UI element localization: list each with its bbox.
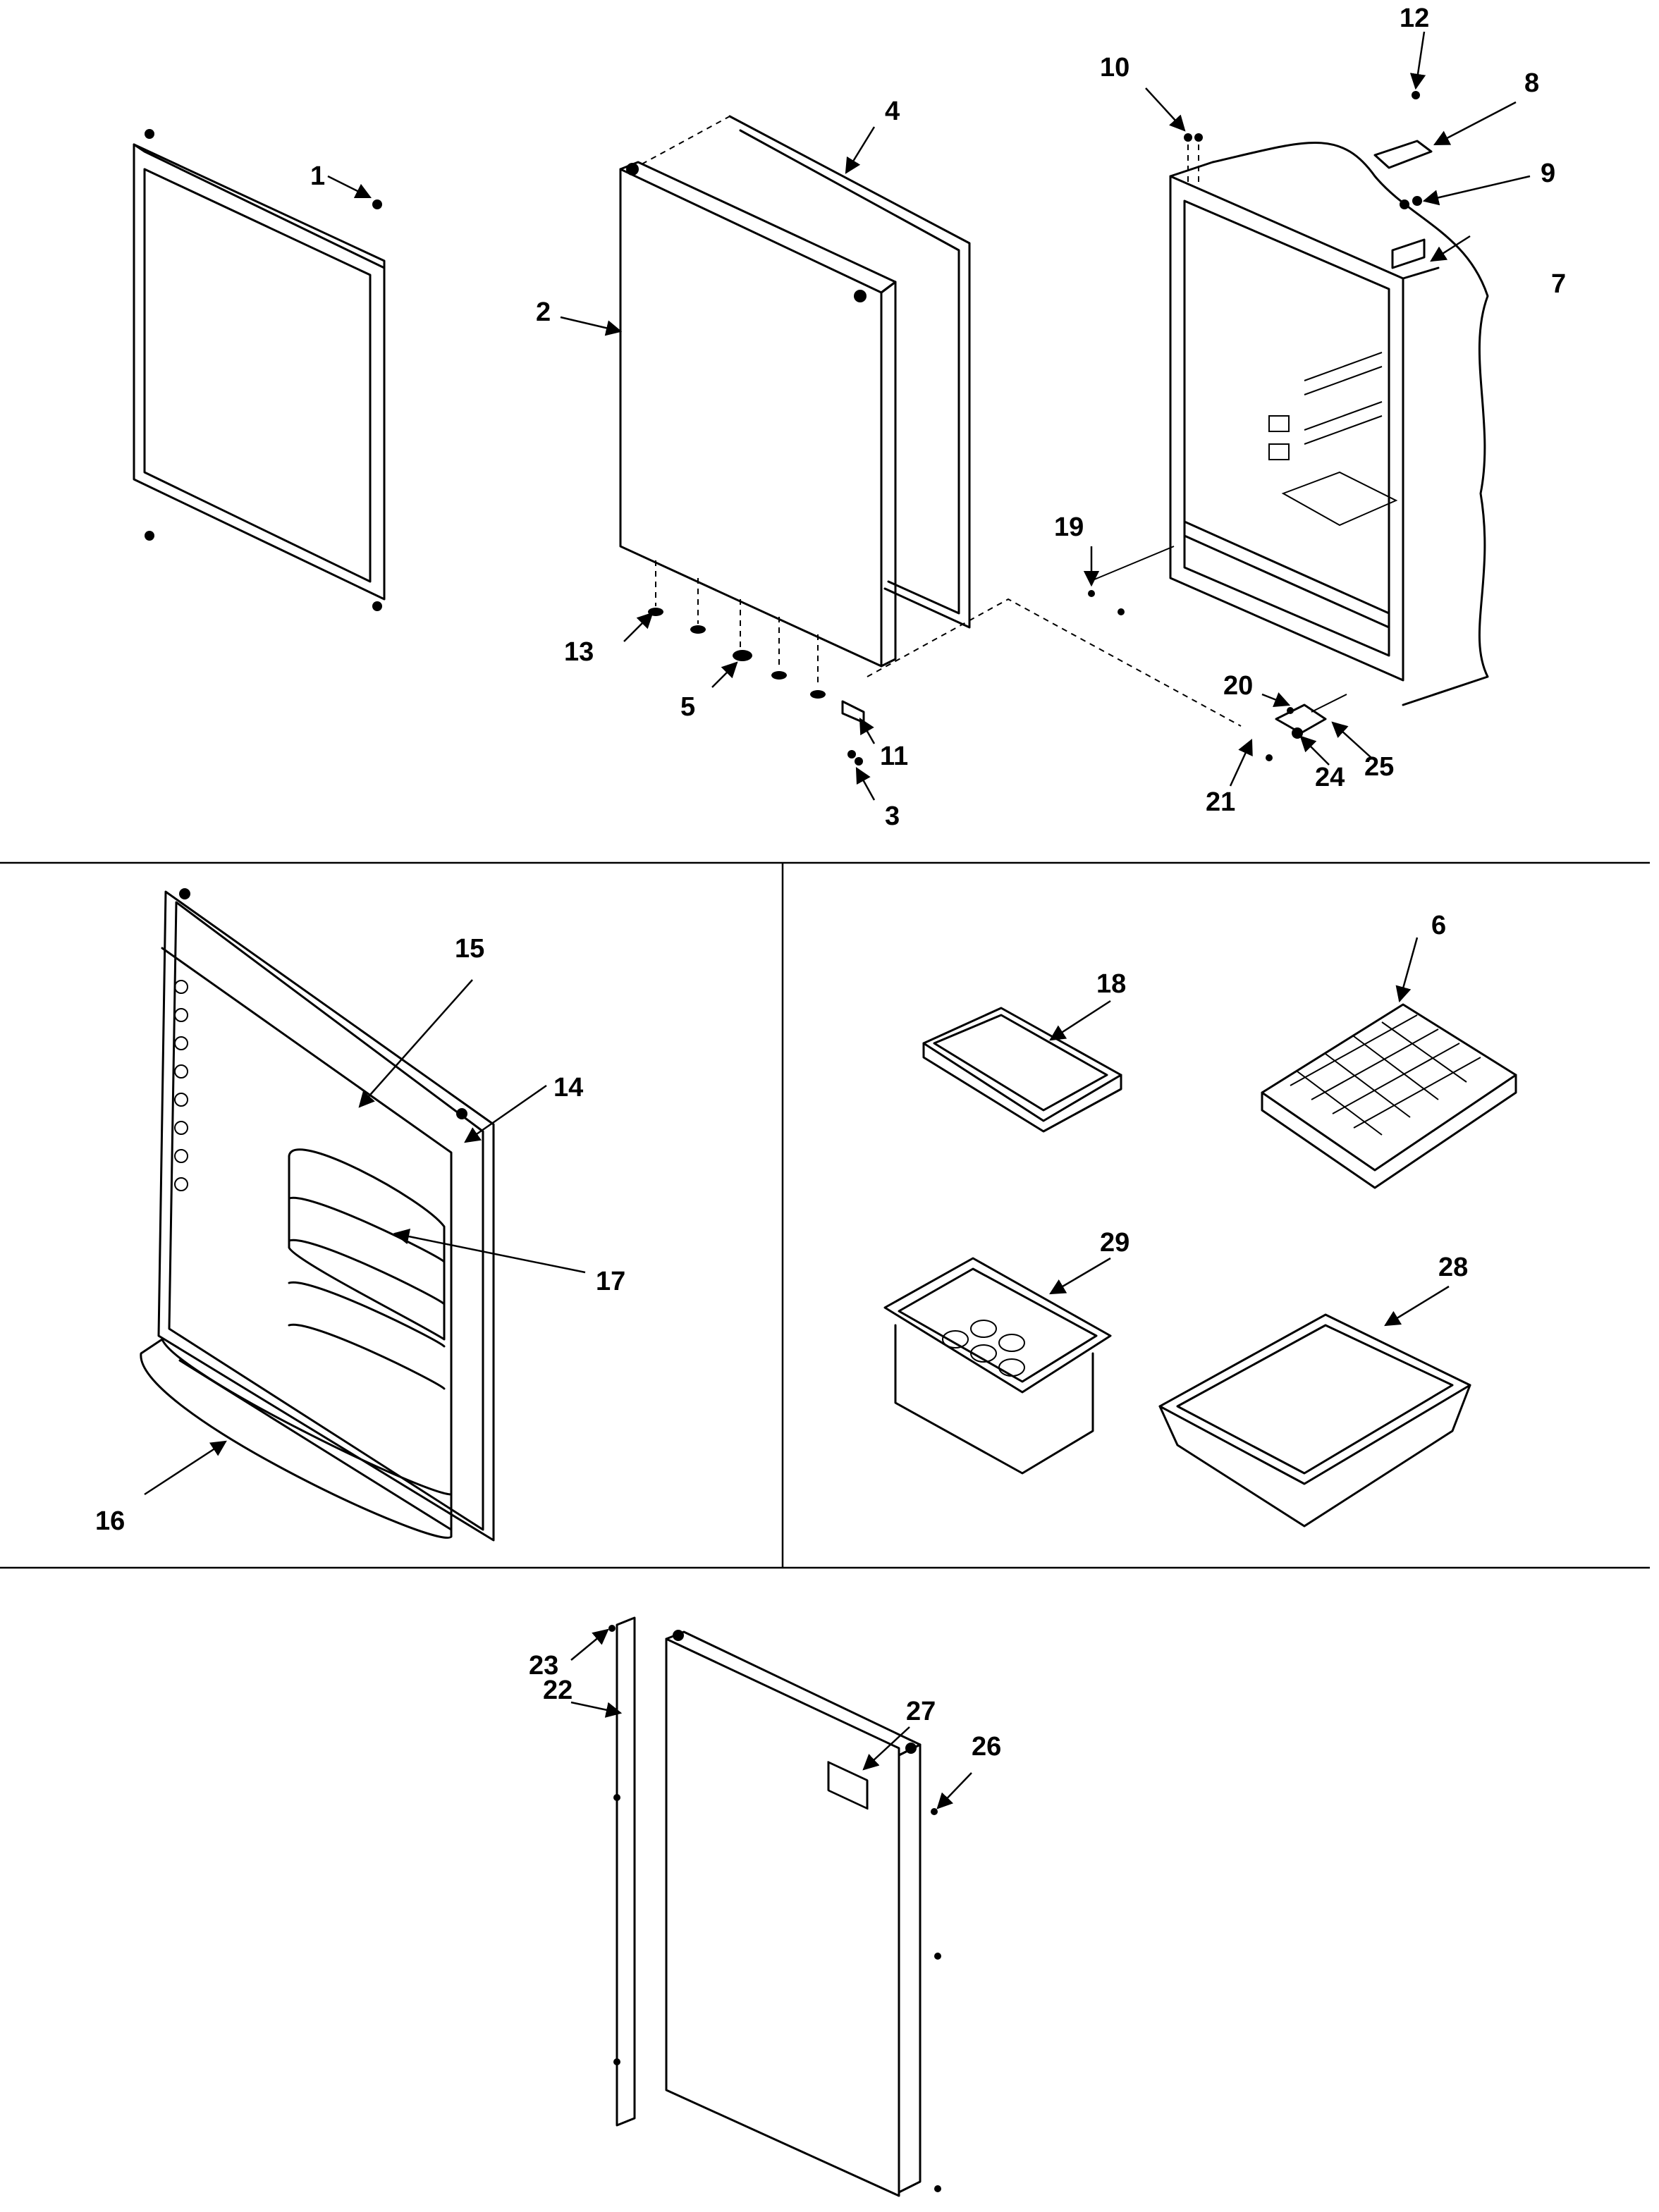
- callout-17: 17: [596, 1267, 625, 1296]
- tray-part: [922, 1007, 1122, 1133]
- cabinet-part: [1169, 142, 1489, 706]
- lower-door-panel-part: [665, 1630, 941, 2197]
- callout-24: 24: [1315, 763, 1345, 792]
- bottom-hinge-hardware: [1088, 546, 1347, 761]
- callout-3: 3: [885, 801, 900, 831]
- callout-8: 8: [1524, 68, 1539, 98]
- callout-16: 16: [95, 1506, 125, 1536]
- callout-9: 9: [1541, 159, 1555, 188]
- callout-18: 18: [1096, 969, 1126, 999]
- door-liner-part: [140, 888, 495, 1542]
- callout-leaders: [144, 31, 1531, 1809]
- callout-11: 11: [880, 742, 908, 771]
- callout-22: 22: [543, 1676, 573, 1705]
- door-gasket-part: [632, 115, 971, 629]
- callout-7: 7: [1551, 269, 1566, 299]
- callout-14: 14: [553, 1073, 583, 1102]
- callout-25: 25: [1364, 752, 1394, 782]
- callout-29: 29: [1100, 1228, 1130, 1258]
- callout-15: 15: [455, 934, 484, 964]
- callout-28: 28: [1438, 1253, 1468, 1282]
- callout-10: 10: [1100, 53, 1130, 82]
- callout-2: 2: [536, 297, 551, 327]
- callout-1: 1: [310, 161, 325, 191]
- door-frame-part: [133, 129, 386, 611]
- crisper-pan-part: [1158, 1313, 1471, 1528]
- egg-bin-part: [883, 1257, 1112, 1475]
- ice-tray-part: [1261, 1003, 1517, 1189]
- callout-23: 23: [529, 1651, 558, 1680]
- callout-20: 20: [1223, 671, 1253, 701]
- callout-13: 13: [564, 637, 594, 667]
- callout-26: 26: [972, 1732, 1001, 1762]
- callout-4: 4: [885, 97, 900, 126]
- callout-27: 27: [906, 1697, 936, 1726]
- door-panel-part: [619, 161, 897, 668]
- callout-12: 12: [1400, 4, 1429, 33]
- door-bottom-hardware: [648, 560, 1242, 766]
- door-trim-part: [608, 1616, 636, 2127]
- callout-5: 5: [680, 692, 695, 722]
- top-hinge-hardware: [1184, 91, 1433, 269]
- callout-6: 6: [1431, 911, 1446, 940]
- callout-19: 19: [1054, 512, 1084, 542]
- callout-21: 21: [1206, 787, 1235, 817]
